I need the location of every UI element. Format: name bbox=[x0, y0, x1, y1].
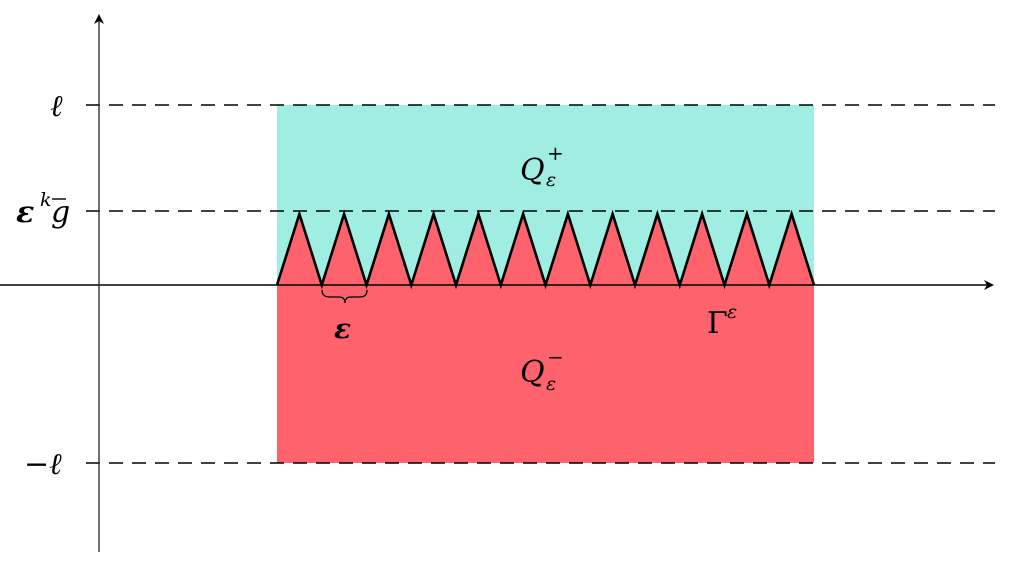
svg-text:Q: Q bbox=[520, 153, 545, 188]
label-minus-ell: −ℓ bbox=[24, 447, 62, 482]
label-ell: ℓ bbox=[50, 89, 63, 124]
upper-region-q-plus bbox=[277, 105, 814, 285]
label-q-plus: Q + ε bbox=[520, 141, 564, 191]
svg-text:g: g bbox=[51, 195, 70, 230]
svg-text:ε: ε bbox=[546, 169, 556, 191]
oscillating-interface-fill bbox=[277, 214, 814, 285]
svg-text:Γ: Γ bbox=[707, 306, 728, 341]
svg-text:ε: ε bbox=[16, 195, 34, 230]
svg-text:−: − bbox=[547, 345, 564, 369]
label-gamma-epsilon: Γ ε bbox=[707, 301, 737, 341]
label-q-minus: Q − ε bbox=[520, 345, 564, 395]
label-period-epsilon: ε bbox=[334, 312, 351, 345]
svg-text:k: k bbox=[40, 189, 52, 211]
lower-region-q-minus bbox=[277, 285, 814, 463]
period-brace bbox=[321, 289, 368, 304]
svg-text:+: + bbox=[547, 141, 564, 165]
svg-text:ε: ε bbox=[727, 301, 737, 323]
svg-text:ε: ε bbox=[546, 373, 556, 395]
label-eps-k-g: ε k g bbox=[16, 189, 70, 230]
svg-text:Q: Q bbox=[520, 355, 545, 390]
